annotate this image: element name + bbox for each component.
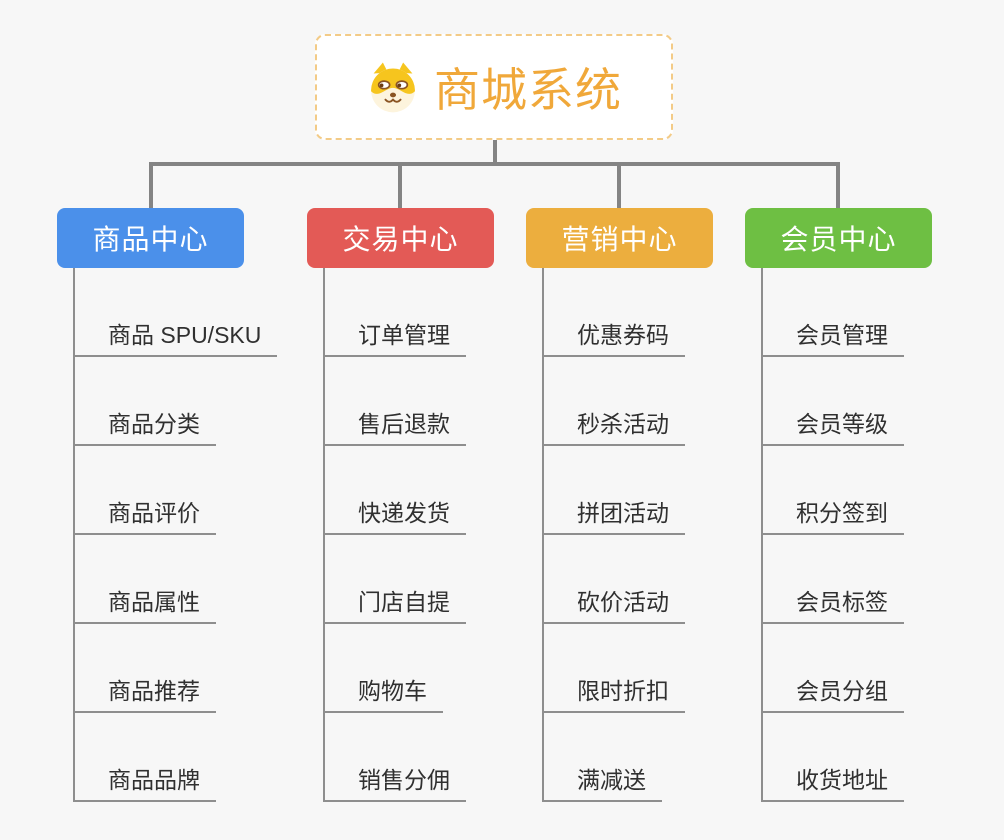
leaf-topic[interactable]: 优惠券码	[544, 268, 685, 357]
connector-drop-member	[836, 162, 840, 208]
leaf-topic[interactable]: 满减送	[544, 713, 662, 802]
connector-drop-trade	[398, 162, 402, 208]
connector-drop-product	[149, 162, 153, 208]
branch-node-trade-center[interactable]: 交易中心	[307, 208, 494, 268]
leaf-topic[interactable]: 会员标签	[763, 535, 904, 624]
leaf-topic[interactable]: 门店自提	[325, 535, 466, 624]
leaf-list-marketing-center: 优惠券码 秒杀活动 拼团活动 砍价活动 限时折扣 满减送	[542, 268, 713, 802]
leaf-topic[interactable]: 拼团活动	[544, 446, 685, 535]
leaf-list-member-center: 会员管理 会员等级 积分签到 会员标签 会员分组 收货地址	[761, 268, 932, 802]
branch-trade-center: 交易中心 订单管理 售后退款 快递发货 门店自提 购物车 销售分佣	[307, 208, 494, 802]
dog-face-icon	[371, 62, 415, 113]
leaf-topic[interactable]: 会员分组	[763, 624, 904, 713]
branch-product-center: 商品中心 商品 SPU/SKU 商品分类 商品评价 商品属性 商品推荐 商品品牌	[57, 208, 278, 802]
leaf-topic[interactable]: 商品品牌	[75, 713, 216, 802]
leaf-topic[interactable]: 秒杀活动	[544, 357, 685, 446]
root-node[interactable]: 商城系统	[315, 34, 673, 140]
leaf-topic[interactable]: 商品评价	[75, 446, 216, 535]
branch-member-center: 会员中心 会员管理 会员等级 积分签到 会员标签 会员分组 收货地址	[745, 208, 932, 802]
leaf-topic[interactable]: 砍价活动	[544, 535, 685, 624]
connector-root-stem	[493, 140, 497, 166]
leaf-topic[interactable]: 会员管理	[763, 268, 904, 357]
leaf-topic[interactable]: 商品分类	[75, 357, 216, 446]
leaf-topic[interactable]: 商品推荐	[75, 624, 216, 713]
root-title: 商城系统	[434, 64, 622, 116]
branch-node-member-center[interactable]: 会员中心	[745, 208, 932, 268]
branch-node-marketing-center[interactable]: 营销中心	[526, 208, 713, 268]
leaf-topic[interactable]: 订单管理	[325, 268, 466, 357]
leaf-topic[interactable]: 购物车	[325, 624, 443, 713]
leaf-topic[interactable]: 商品 SPU/SKU	[75, 268, 278, 357]
leaf-topic[interactable]: 会员等级	[763, 357, 904, 446]
leaf-list-trade-center: 订单管理 售后退款 快递发货 门店自提 购物车 销售分佣	[323, 268, 494, 802]
leaf-topic[interactable]: 商品属性	[75, 535, 216, 624]
leaf-topic[interactable]: 销售分佣	[325, 713, 466, 802]
branch-marketing-center: 营销中心 优惠券码 秒杀活动 拼团活动 砍价活动 限时折扣 满减送	[526, 208, 713, 802]
leaf-list-product-center: 商品 SPU/SKU 商品分类 商品评价 商品属性 商品推荐 商品品牌	[73, 268, 278, 802]
leaf-topic[interactable]: 收货地址	[763, 713, 904, 802]
leaf-topic[interactable]: 限时折扣	[544, 624, 685, 713]
connector-drop-marketing	[617, 162, 621, 208]
branch-node-product-center[interactable]: 商品中心	[57, 208, 244, 268]
leaf-topic[interactable]: 售后退款	[325, 357, 466, 446]
connector-rail	[149, 162, 840, 166]
leaf-topic[interactable]: 快递发货	[325, 446, 466, 535]
leaf-topic[interactable]: 积分签到	[763, 446, 904, 535]
